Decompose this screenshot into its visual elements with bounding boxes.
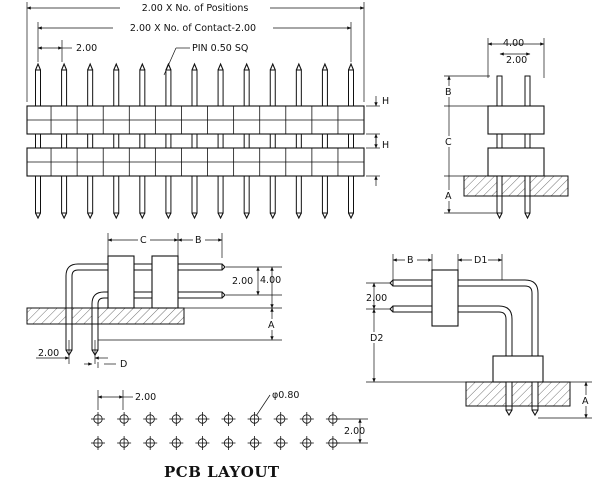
pitch-label: 2.00: [76, 43, 97, 54]
pcb-hole: [221, 412, 236, 426]
side-pcb: [463, 175, 569, 197]
front-pin: [34, 62, 42, 220]
total-length-label: 2.00 X No. of Positions: [142, 3, 249, 14]
pcb-hole: [169, 412, 184, 426]
front-view: 2.00 X No. of Positions 2.00 X No. of Co…: [26, 2, 389, 220]
upper-h-label: H: [382, 96, 389, 107]
pcb-hole: [169, 436, 184, 450]
front-pin: [321, 62, 328, 220]
pcb-hole: [195, 436, 210, 450]
pcb-hole: [143, 436, 158, 450]
lower-h-label: H: [382, 140, 389, 151]
pcb-layout: 2.00 φ0.80 2.00 PCB LAYOUT: [91, 390, 368, 481]
pcb-hole: [273, 436, 288, 450]
ra2-dim-d2: D2: [370, 333, 383, 344]
ra2-pcb: [465, 381, 571, 407]
front-pin: [269, 62, 276, 220]
pcb-hole: [195, 412, 210, 426]
ra-dim-b: B: [195, 235, 202, 246]
front-pin: [139, 62, 146, 220]
front-pin: [347, 62, 355, 220]
pcb-hole: [143, 412, 158, 426]
pcb-hole: [117, 436, 132, 450]
pcb-hole: [117, 412, 132, 426]
pin-label: PIN 0.50 SQ: [192, 43, 248, 54]
side-width-label: 4.00: [503, 38, 524, 49]
ra2-pitch-label: 2.00: [366, 293, 387, 304]
pcb-pads: [91, 412, 340, 450]
side-view-straight: 4.00 2.00 B C A: [443, 38, 569, 220]
pcb-hole: [299, 412, 314, 426]
front-pin: [243, 62, 250, 220]
pcb-hole: [247, 436, 262, 450]
pcb-pitch-y-label: 2.00: [344, 426, 365, 437]
pcb-hole-label: φ0.80: [272, 390, 299, 401]
ra2-housing: [431, 269, 459, 327]
side-dim-a: A: [445, 191, 452, 202]
ra2-dim-a: A: [582, 396, 589, 407]
ra-offset-label: 2.00: [38, 348, 59, 359]
ra2-dim-b: B: [407, 255, 414, 266]
ra-dim-a: A: [268, 320, 275, 331]
ra-pitch-label: 2.00: [232, 276, 253, 287]
ra-dim-c: C: [140, 235, 147, 246]
right-angle-view: C B 2.00 4.00 A 2.00 D: [26, 233, 282, 370]
pcb-hole: [91, 436, 105, 450]
right-angle-view-2: B D1 2.00 D2 A: [366, 254, 592, 419]
side-dim-c: C: [445, 137, 452, 148]
front-pin: [165, 62, 172, 220]
pcb-hole: [247, 412, 262, 426]
ra2-dim-d1: D1: [474, 255, 487, 266]
ra-pcb: [26, 307, 185, 325]
side-dim-b: B: [445, 87, 452, 98]
pcb-pitch-x-label: 2.00: [135, 392, 156, 403]
front-pins: [34, 62, 355, 220]
front-pin: [113, 62, 120, 220]
ra-dim-d: D: [120, 359, 127, 370]
front-pin: [61, 62, 68, 220]
front-pin: [191, 62, 198, 220]
front-pin: [87, 62, 94, 220]
side-pitch-label: 2.00: [506, 55, 527, 66]
front-pin: [217, 62, 224, 220]
contact-span-label: 2.00 X No. of Contact-2.00: [130, 23, 256, 34]
pcb-hole: [91, 412, 105, 426]
pcb-layout-title: PCB LAYOUT: [164, 463, 280, 481]
pcb-hole: [299, 436, 314, 450]
pcb-hole: [273, 412, 288, 426]
pcb-hole: [221, 436, 236, 450]
ra-height-label: 4.00: [260, 275, 281, 286]
front-pin: [295, 62, 302, 220]
